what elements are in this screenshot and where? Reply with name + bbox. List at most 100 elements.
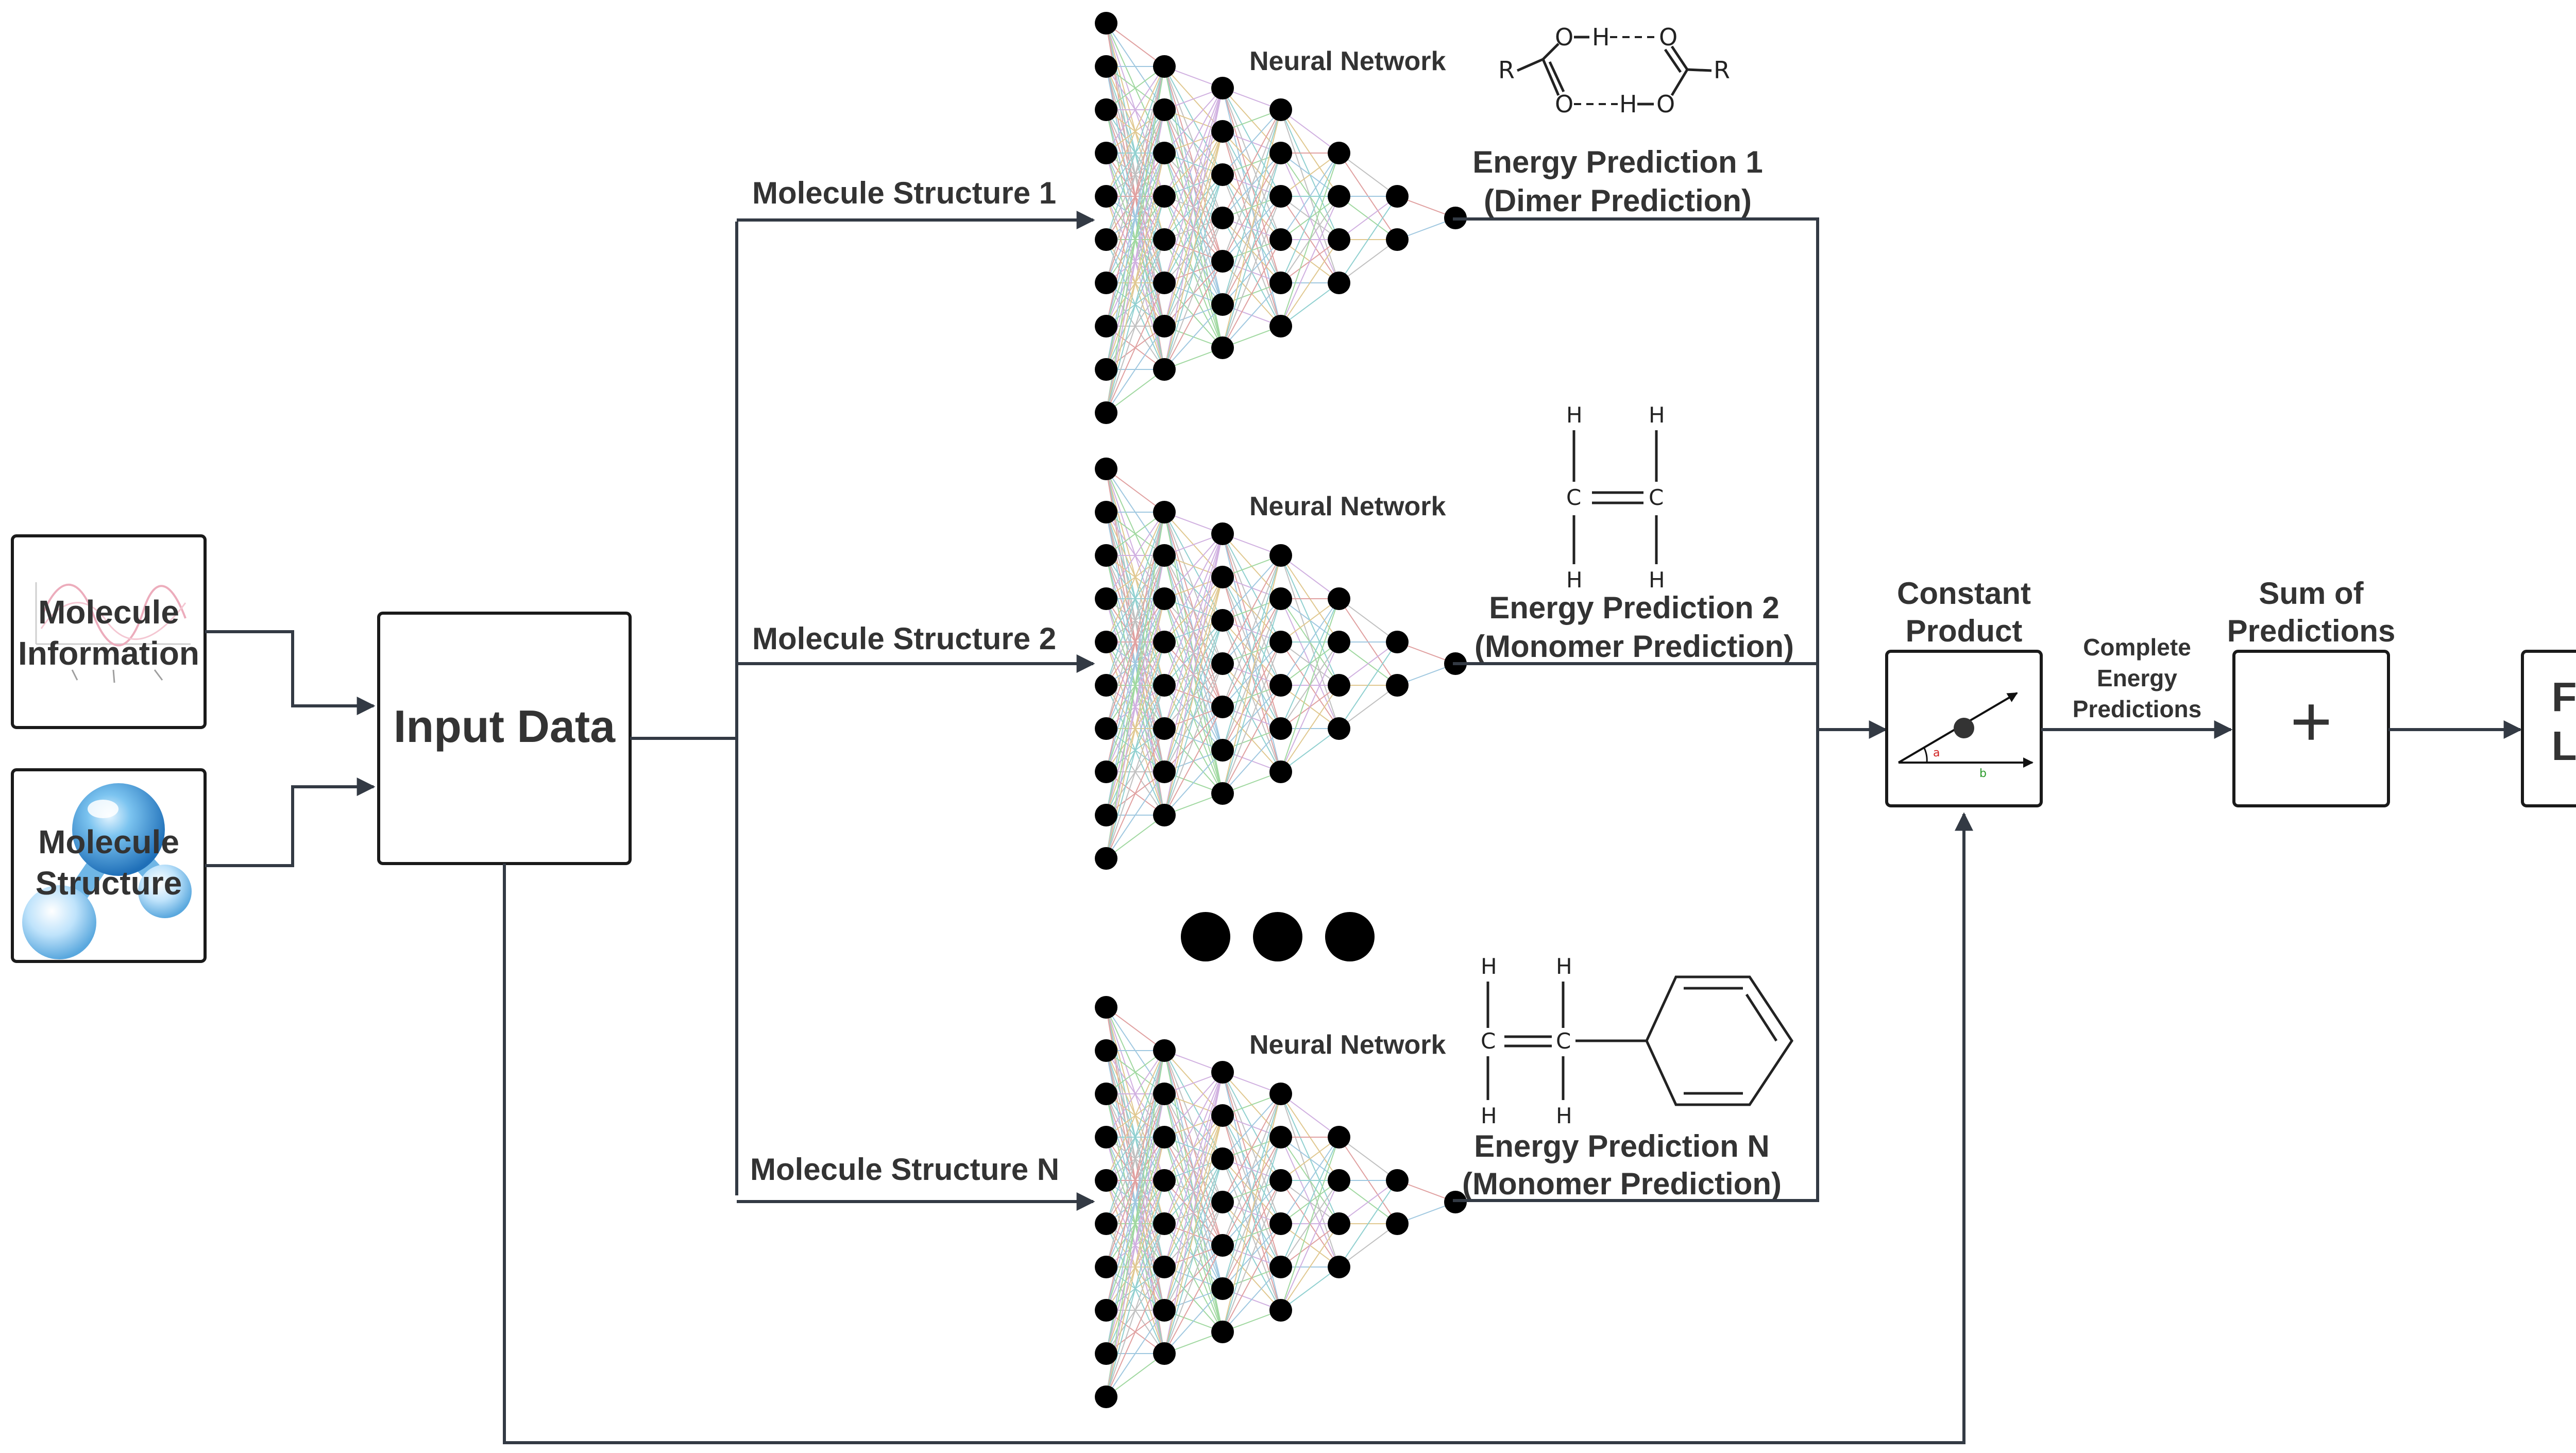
- svg-text:O: O: [1659, 23, 1677, 51]
- nn-connection: [1280, 1223, 1340, 1311]
- nn-connection: [1222, 1093, 1281, 1332]
- nn-connection: [1106, 369, 1165, 413]
- nn-connection: [1280, 1137, 1340, 1181]
- nn-node: [1153, 1039, 1176, 1062]
- nn-node: [1386, 674, 1409, 697]
- nn-node: [1153, 1126, 1176, 1148]
- nn-connection: [1338, 1180, 1398, 1224]
- nn-connection: [1164, 1288, 1223, 1354]
- input-data-box: Input Data: [377, 612, 632, 865]
- nn-connection: [1280, 641, 1340, 772]
- nn-node: [1153, 358, 1176, 381]
- nn-node: [1095, 272, 1117, 294]
- prediction-n-line2: (Monomer Prediction): [1462, 1167, 1782, 1201]
- nn-connection: [1280, 685, 1340, 772]
- nn-connection: [1222, 1093, 1281, 1246]
- nn-node: [1095, 228, 1117, 251]
- nn-connection: [1106, 1223, 1165, 1397]
- nn-node: [1328, 1126, 1350, 1148]
- input-data-label: Input Data: [394, 701, 616, 752]
- constant-product-title-1: Constant: [1897, 576, 2031, 611]
- nn-connection: [1106, 1050, 1165, 1354]
- plot-thumbnail-icon: [35, 582, 191, 683]
- nn-connection: [1106, 468, 1165, 513]
- nn-connection: [1280, 598, 1340, 729]
- nn-connection: [1222, 728, 1281, 794]
- final-loss-box: Final Loss: [2521, 650, 2576, 807]
- nn-connection: [1222, 641, 1281, 794]
- nn-node: [1095, 674, 1117, 697]
- neural-network-2: [1095, 458, 1467, 870]
- nn-node: [1269, 272, 1292, 294]
- nn-connection: [1164, 533, 1223, 686]
- svg-text:a: a: [1933, 747, 1940, 759]
- nn-connection: [1106, 685, 1165, 859]
- nn-node: [1211, 1277, 1234, 1300]
- branch-2-structure-label: Molecule Structure 2: [752, 621, 1056, 656]
- complete-predictions-label: Complete Energy Predictions: [2073, 634, 2202, 722]
- nn-node: [1211, 566, 1234, 588]
- nn-node: [1095, 996, 1117, 1019]
- nn-connection: [1222, 109, 1281, 175]
- nn-connection: [1222, 239, 1281, 348]
- nn-connection: [1222, 153, 1281, 348]
- nn-node: [1095, 1083, 1117, 1105]
- svg-text:Complete: Complete: [2083, 634, 2191, 661]
- nn-connection: [1106, 1050, 1165, 1094]
- styrene-structure: H H C C H H: [1481, 954, 1793, 1128]
- svg-text:b: b: [1979, 767, 1987, 780]
- nn-connection: [1338, 685, 1398, 729]
- svg-text:O: O: [1555, 90, 1573, 118]
- nn-connection: [1106, 1050, 1165, 1397]
- molecule-information-box: Molecule Information: [11, 534, 207, 729]
- nn-connection: [1338, 598, 1398, 643]
- nn-node: [1328, 674, 1350, 697]
- nn-node: [1328, 1256, 1350, 1278]
- nn-node: [1095, 142, 1117, 164]
- water-molecule-icon: [22, 783, 192, 959]
- nn-connection: [1222, 555, 1281, 621]
- nn-node: [1211, 1234, 1234, 1257]
- nn-node: [1153, 315, 1176, 337]
- nn-connection: [1222, 1266, 1281, 1332]
- nn-node: [1153, 631, 1176, 653]
- nn-connection: [1338, 196, 1398, 283]
- nn-node: [1269, 544, 1292, 567]
- neural-network-1: [1095, 12, 1467, 424]
- nn-node: [1095, 847, 1117, 870]
- nn-node: [1269, 674, 1292, 697]
- nn-node: [1211, 336, 1234, 359]
- nn-connection: [1280, 109, 1340, 154]
- nn-connection: [1280, 1137, 1340, 1224]
- carboxylic-acid-dimer-structure: R O H O O H O R: [1498, 23, 1730, 118]
- nn-n-label: Neural Network: [1249, 1030, 1446, 1060]
- nn-connection: [1222, 555, 1281, 707]
- nn-node: [1095, 1169, 1117, 1192]
- nn-connection: [1106, 1050, 1165, 1224]
- nn-connection: [1222, 196, 1281, 348]
- nn-connection: [1222, 109, 1281, 348]
- nn-node: [1269, 587, 1292, 610]
- nn-node: [1269, 142, 1292, 164]
- vector-product-icon: a b: [1897, 692, 2033, 780]
- nn-node: [1095, 1039, 1117, 1062]
- nn-node: [1153, 587, 1176, 610]
- nn-node: [1211, 1104, 1234, 1127]
- nn-connection: [1106, 512, 1165, 816]
- nn-connection: [1222, 555, 1281, 664]
- svg-text:C: C: [1566, 485, 1581, 510]
- nn-connection: [1164, 533, 1223, 599]
- nn-node: [1095, 1212, 1117, 1235]
- nn-connection: [1164, 620, 1223, 816]
- nn-node: [1269, 185, 1292, 208]
- structure-to-input-arrow: [205, 778, 376, 867]
- nn-connection: [1106, 282, 1165, 413]
- nn-node: [1095, 761, 1117, 783]
- nn-connection: [1106, 771, 1165, 859]
- nn-connection: [1338, 153, 1398, 197]
- molecule-structure-box: Molecule Structure: [11, 768, 207, 963]
- nn-connection: [1164, 750, 1223, 816]
- svg-text:C: C: [1556, 1028, 1571, 1054]
- nn-node: [1153, 674, 1176, 697]
